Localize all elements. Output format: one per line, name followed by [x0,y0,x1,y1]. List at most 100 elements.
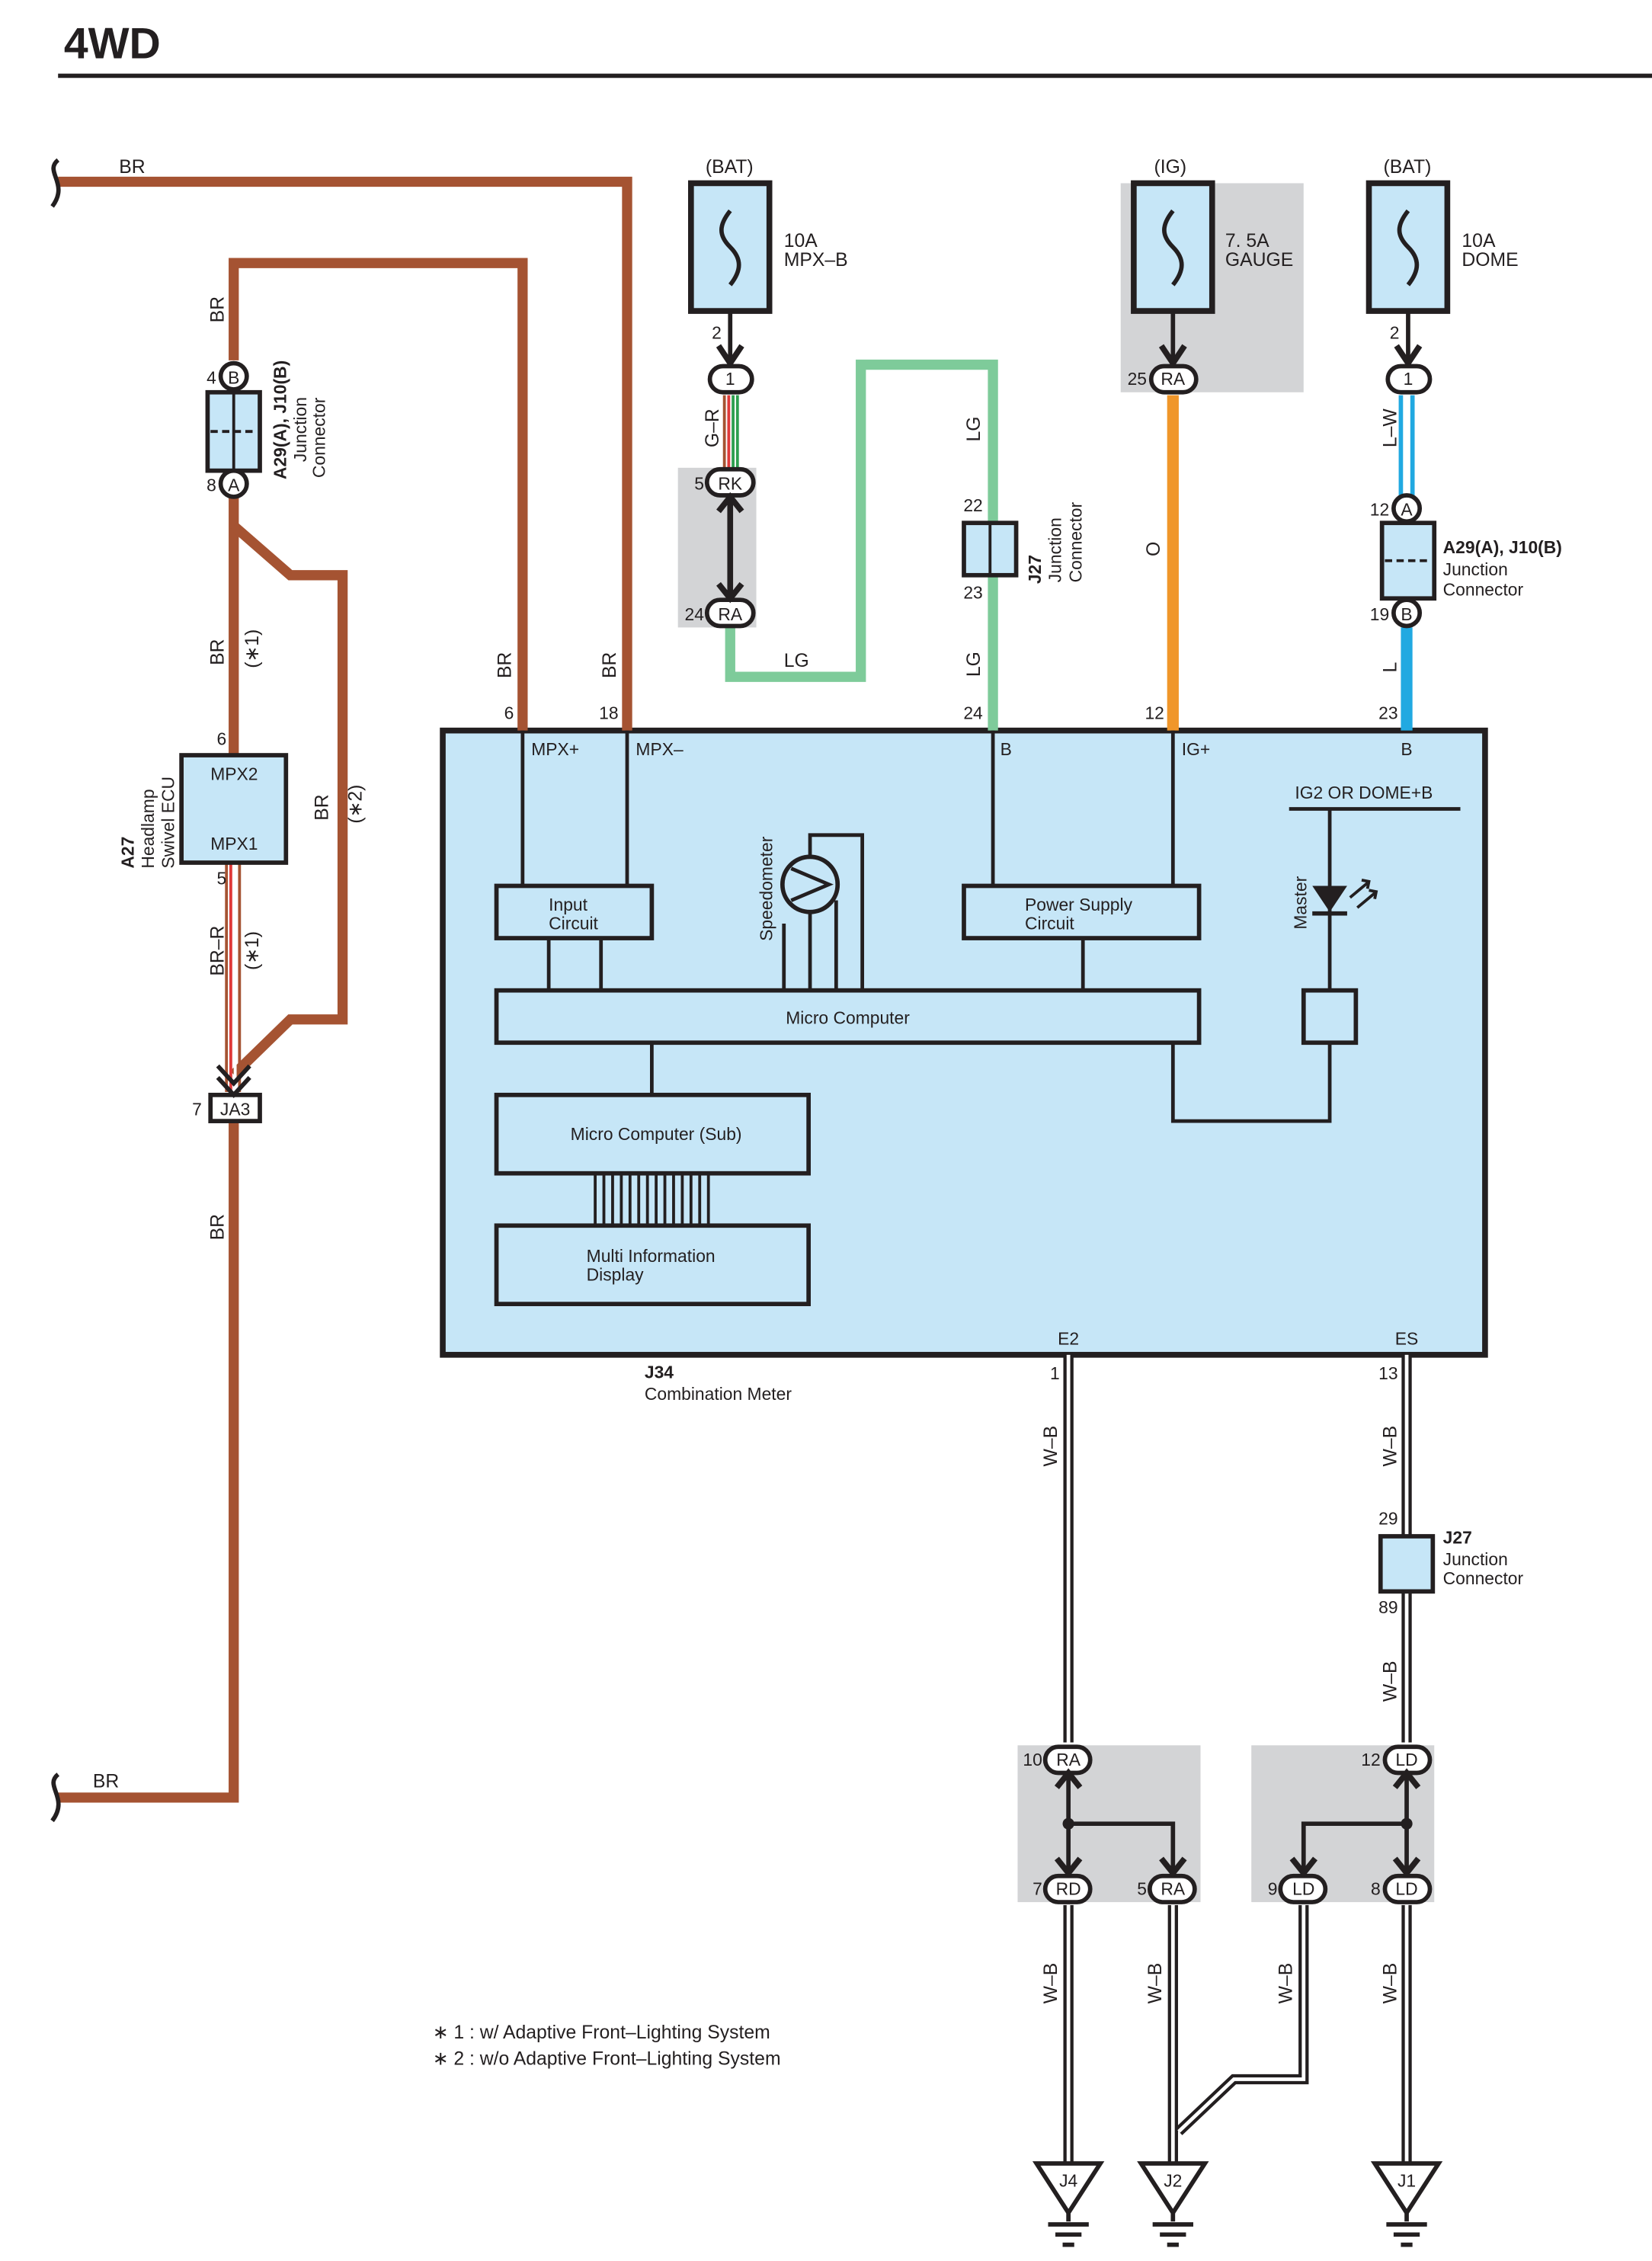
wire-label-br-d: BR [207,1214,228,1240]
pin-6: 6 [504,703,514,722]
a27-mpx2: MPX2 [210,764,258,783]
wire-label-wb1: W–B [1041,1426,1061,1467]
wire-label-lg1: LG [784,651,809,671]
note-mark-1a: (∗1) [242,629,263,668]
wire-label-lw: L–W [1381,408,1401,448]
pin-12a: 12 [1370,500,1389,520]
note-mark-1b: (∗1) [242,931,263,970]
pin-5c: 5 [1137,1879,1147,1899]
pin-4: 4 [206,367,216,387]
conn-circle-b-right [1391,597,1423,629]
conn-circle-a-left [218,468,249,499]
meter-input1: Input [549,895,587,914]
pin-1: 1 [1050,1363,1060,1383]
wire-label-lg2: LG [964,417,984,442]
meter-e2: E2 [1058,1329,1079,1349]
meter-master: Master [1291,876,1311,929]
wire-label-br-bottom: BR [93,1772,119,1792]
wire-label-wb3: W–B [1381,1661,1401,1702]
conn-ra10-label: RA [1056,1750,1081,1769]
ja3-arrows [216,1064,251,1099]
meter-ig2-dome: IG2 OR DOME+B [1295,783,1433,802]
note-mark-2: (∗2) [345,785,366,824]
pin-8: 8 [206,475,216,495]
a27-id: A27 [117,837,137,869]
data-bus-lines [594,1173,710,1226]
wire-break-top [50,158,61,208]
lg-wire [725,359,998,731]
ja3-connector [208,1092,262,1123]
a29-right-id: A29(A), J10(B) [1443,537,1562,557]
ground-j2-label: J2 [1164,2170,1182,2190]
conn-ra24-label: RA [718,604,743,624]
a29-top-l2: Connector [309,397,329,478]
speedometer-gauge [780,854,840,914]
fuse-dome [1365,180,1451,360]
pin-19: 19 [1370,604,1389,624]
pin-7b: 7 [1032,1879,1042,1899]
meter-mid1: Multi Information [587,1246,716,1266]
conn-pill-1b [1385,363,1433,395]
conn-a-right-label: A [1401,500,1413,520]
conn-b-right-label: B [1401,604,1412,624]
ig-label: (IG) [1154,157,1187,178]
wire-label-gr: G–R [703,408,723,447]
micro-computer-box [494,988,1202,1046]
conn-ld8-label: LD [1395,1879,1417,1899]
wire-label-o: O [1144,542,1164,556]
conn-rk-label: RK [718,473,742,493]
j27-bottom-l1: Junction [1443,1549,1508,1569]
w-b-wires-inner [1066,1354,1409,2163]
ground-j1 [1370,2161,1443,2247]
meter-ps1: Power Supply [1025,895,1133,914]
meter-es: ES [1395,1329,1419,1349]
wire-label-lg3: LG [964,652,984,677]
a29-right-l1: Junction [1443,559,1508,579]
pin-9: 9 [1268,1879,1278,1899]
wire-label-wb4: W–B [1041,1963,1061,2004]
meter-mid2: Display [587,1265,645,1285]
footnote-1: ∗ 1 : w/ Adaptive Front–Lighting System [433,2022,770,2043]
a29-right-l2: Connector [1443,579,1524,599]
meter-input2: Circuit [549,914,598,934]
j27-bottom-id: J27 [1443,1528,1472,1548]
a27-l1: Headlamp [138,789,158,868]
pin-5b: 5 [216,869,226,889]
conn-pill-1 [707,363,754,395]
conn-circle-b-left [218,360,249,392]
a29-top-id: A29(A), J10(B) [270,360,290,479]
splice-right [1289,1768,1421,1878]
arrow-mpx-b [716,344,744,369]
wire-label-br-top: BR [119,157,145,178]
wire-label-br-b: BR [207,639,228,665]
wire-label-br-e: BR [495,652,516,678]
master-driver-box [1301,988,1359,1046]
j34-id: J34 [645,1362,674,1382]
conn-circle-a-right [1391,493,1423,524]
wire-label-wb6: W–B [1276,1963,1297,2004]
wire-label-br-r: BR–R [207,926,228,976]
fuse2-name: GAUGE [1225,250,1293,271]
j27-top-l2: Connector [1065,501,1085,582]
conn-ra5-label: RA [1161,1879,1186,1899]
a27-l2: Swivel ECU [158,777,178,869]
conn-ld12-label: LD [1395,1750,1417,1769]
wire-label-br-c: BR [312,794,333,820]
g-r-wire [722,395,739,471]
meter-micro-sub: Micro Computer (Sub) [571,1124,742,1144]
bat1-label: (BAT) [706,157,754,178]
pin-8b: 8 [1371,1879,1381,1899]
meter-mpx-plus: MPX+ [531,739,579,759]
pin-89: 89 [1378,1597,1397,1617]
pin-5: 5 [694,473,704,493]
footnote-2: ∗ 2 : w/o Adaptive Front–Lighting System [433,2048,781,2069]
j27-top-l1: Junction [1045,517,1065,582]
double-arrow-rk-ra [716,492,744,604]
j27-top-id: J27 [1025,555,1045,584]
power-supply-box [962,883,1202,940]
conn-b-left-label: B [228,367,239,387]
pin-7: 7 [192,1099,202,1119]
br-r-wire [225,863,242,1093]
pin-23: 23 [963,582,982,602]
wire-label-wb5: W–B [1145,1963,1166,2004]
